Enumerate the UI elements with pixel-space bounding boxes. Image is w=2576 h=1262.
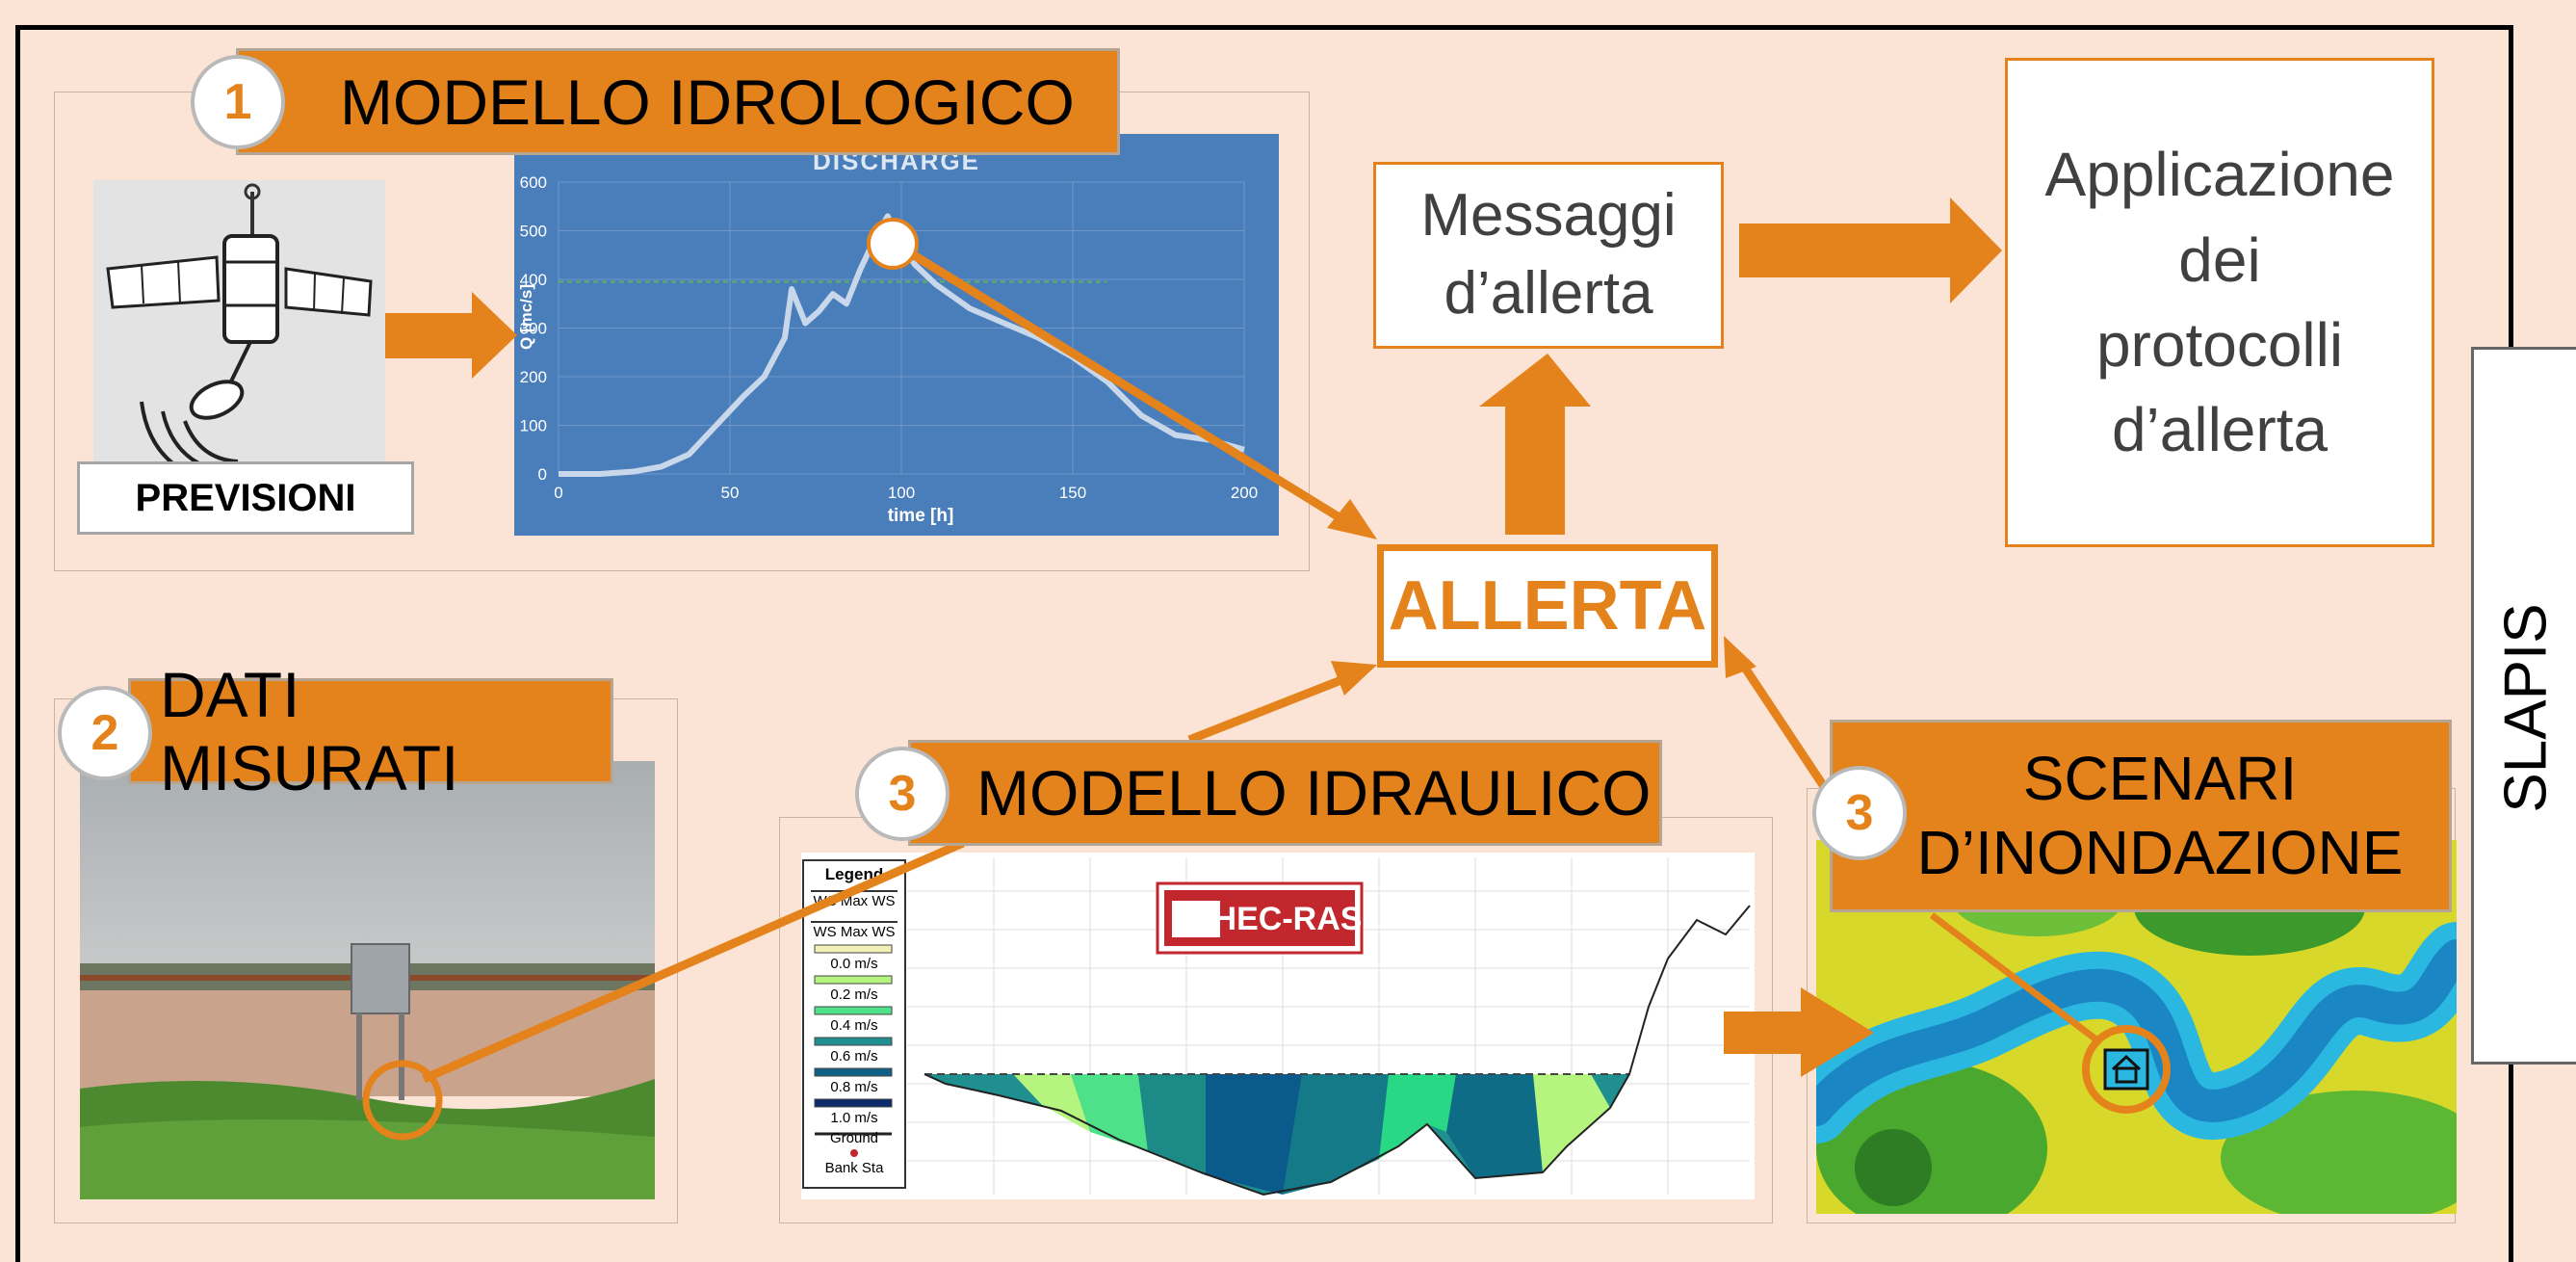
svg-text:WS Max WS: WS Max WS [814, 924, 896, 940]
y-tick-label: 200 [520, 368, 547, 386]
flood-title-line2: D’INONDAZIONE [1916, 818, 2404, 887]
measured-number-badge: 2 [58, 686, 152, 780]
svg-text:0.0 m/s: 0.0 m/s [830, 956, 877, 972]
chart-series-line [559, 213, 1245, 477]
cross-section-legend: Legend WS Max WS WS Max WS 0.0 m/s 0.2 m… [802, 859, 906, 1189]
arrow-hydraulic-to-flood [1724, 987, 1874, 1077]
chart-grid [558, 181, 1245, 475]
y-tick-label: 500 [520, 223, 547, 241]
protocols-line1: Applicazione [2044, 140, 2395, 210]
arrow-forecast-to-chart [385, 292, 517, 379]
line-flood-to-alert [1739, 662, 1829, 791]
measured-banner: DATI MISURATI [128, 659, 613, 803]
messages-line2: d’allerta [1444, 260, 1653, 327]
svg-text:Legend: Legend [825, 865, 883, 883]
protocols-box: Applicazione dei protocolli d’allerta [2005, 58, 2434, 547]
flood-banner: SCENARI D’INONDAZIONE [1830, 720, 2452, 912]
svg-text:0.2 m/s: 0.2 m/s [830, 986, 877, 1003]
arrow-messages-to-protocols [1739, 197, 2002, 303]
chart-x-ticks: 0 50 100 150 200 [554, 484, 1258, 502]
slapis-label: SLAPIS [2492, 603, 2560, 813]
svg-text:Ground: Ground [830, 1130, 878, 1146]
svg-text:0.8 m/s: 0.8 m/s [830, 1079, 877, 1095]
x-tick-label: 150 [1059, 484, 1086, 502]
slapis-side-tab: SLAPIS [2471, 347, 2576, 1065]
flood-number-badge: 3 [1812, 766, 1907, 860]
measured-title: DATI MISURATI [160, 659, 459, 803]
hydro-number-badge: 1 [191, 55, 285, 149]
svg-text:1.0 m/s: 1.0 m/s [830, 1110, 877, 1126]
river-photo [80, 761, 655, 1199]
messages-line1: Messaggi [1420, 182, 1677, 250]
protocols-line2: dei [2178, 224, 2261, 295]
hydraulic-number-badge: 3 [855, 747, 950, 841]
y-tick-label: 0 [538, 465, 547, 484]
hydro-title: MODELLO IDROLOGICO [340, 66, 1075, 138]
line-gauge-to-hydraulic [422, 838, 965, 1084]
messages-box: Messaggi d’allerta [1373, 162, 1724, 349]
gauge-highlight [362, 1060, 443, 1141]
hydro-banner: MODELLO IDROLOGICO [236, 48, 1120, 155]
hydraulic-title: MODELLO IDRAULICO [976, 757, 1652, 828]
satellite-icon [93, 180, 385, 461]
forecast-label: PREVISIONI [77, 461, 414, 535]
chart-x-label: time [h] [888, 506, 954, 526]
x-tick-label: 0 [554, 484, 562, 502]
line-peak-to-alert [891, 239, 1353, 528]
arrow-alert-to-messages [1479, 354, 1591, 535]
x-tick-label: 100 [888, 484, 915, 502]
chart-peak-marker [867, 218, 919, 270]
alert-box: ALLERTA [1377, 544, 1718, 668]
line-hydraulic-to-alert [1187, 670, 1358, 745]
y-tick-label: 100 [520, 417, 547, 435]
x-tick-label: 200 [1231, 484, 1258, 502]
chart-y-label: Q [mc/s] [517, 284, 535, 350]
y-tick-label: 300 [520, 320, 547, 338]
y-tick-label: 400 [520, 271, 547, 289]
hec-ras-logo: HEC-RAS [1213, 901, 1363, 937]
svg-text:Bank Sta: Bank Sta [825, 1160, 885, 1176]
svg-text:0.4 m/s: 0.4 m/s [830, 1017, 877, 1034]
hydraulic-banner: MODELLO IDRAULICO [908, 740, 1662, 846]
house-icon [2103, 1048, 2149, 1091]
flood-highlight [2082, 1025, 2171, 1114]
svg-text:0.6 m/s: 0.6 m/s [830, 1048, 877, 1065]
chart-y-ticks: 0 100 200 300 400 500 600 [520, 173, 547, 484]
y-tick-label: 600 [520, 173, 547, 192]
cross-section-chart: HEC-RAS Legend WS Max WS WS Max WS 0.0 m… [801, 853, 1755, 1199]
flood-title-line1: SCENARI [2022, 744, 2298, 814]
x-tick-label: 50 [721, 484, 740, 502]
protocols-line3: protocolli [2095, 310, 2344, 380]
protocols-line4: d’allerta [2111, 395, 2329, 465]
alert-label: ALLERTA [1388, 567, 1707, 644]
